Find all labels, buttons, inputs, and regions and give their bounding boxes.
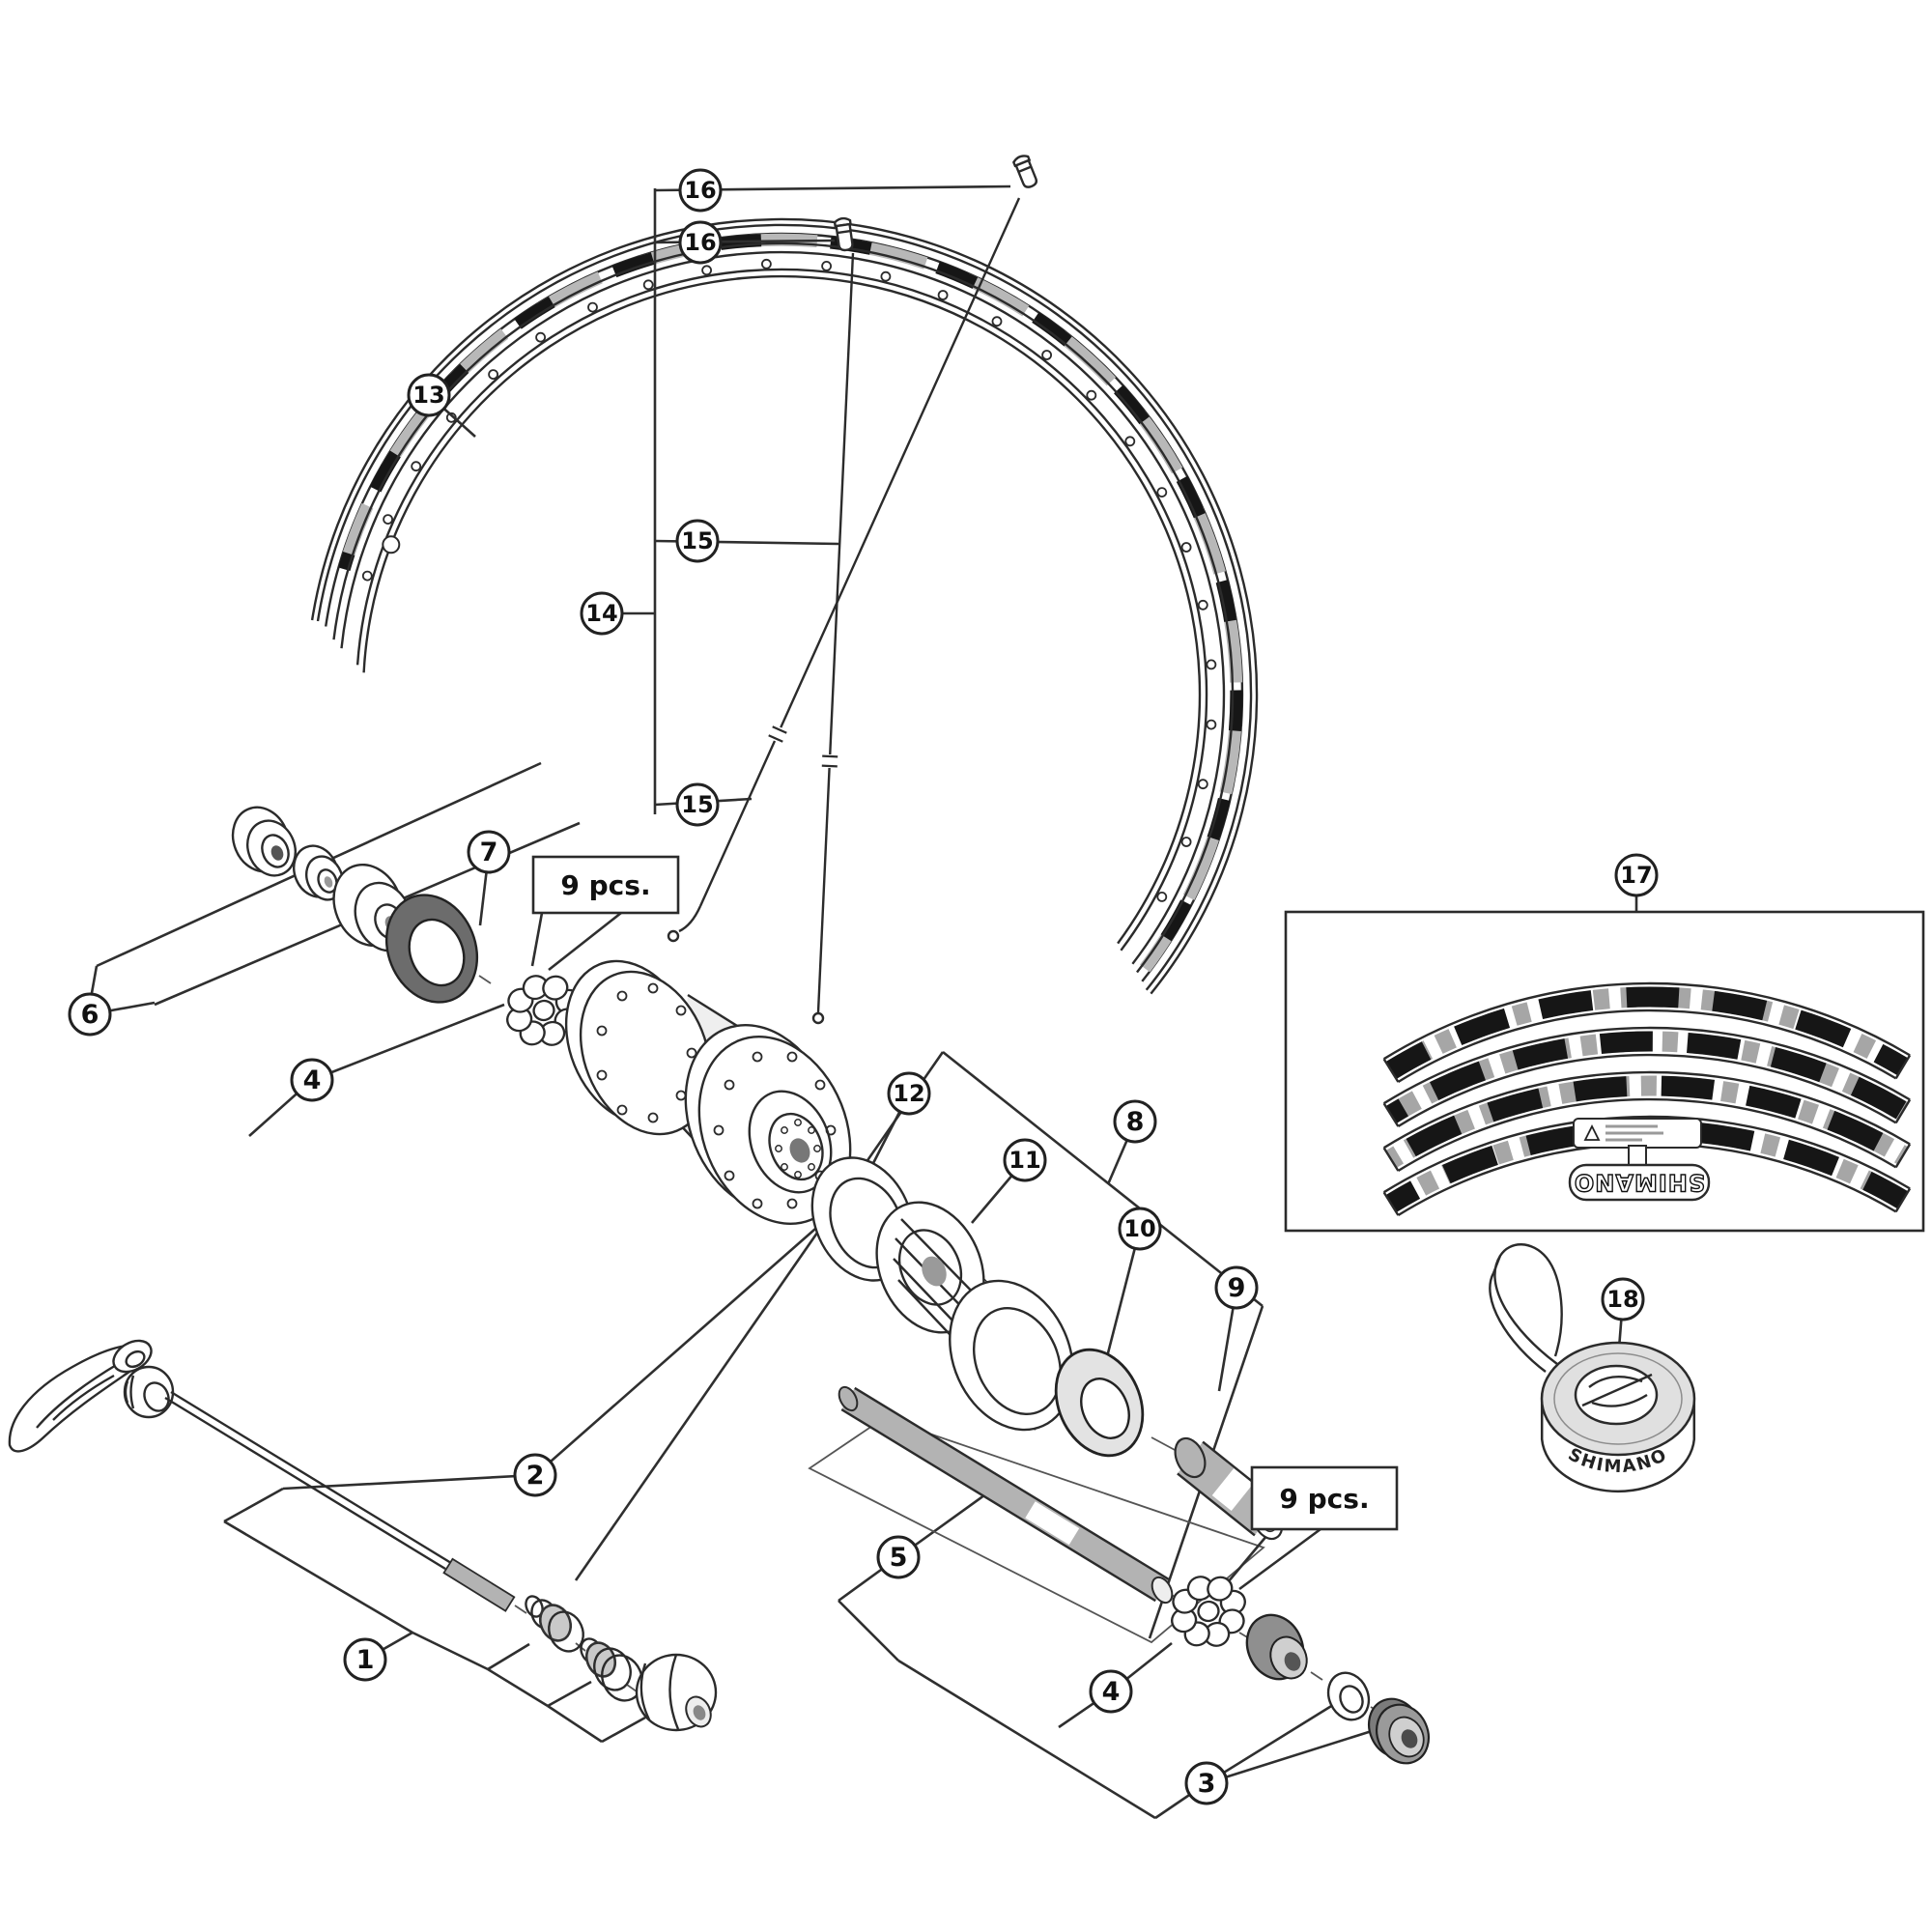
callout-5: 5 [876,1535,921,1579]
seal-ring-front [384,894,479,1004]
hub-bore [789,1138,810,1163]
callout-14-label: 14 [585,600,617,627]
callout-9-label: 9 [1228,1273,1246,1303]
callout-15-bottom: 15 [675,782,720,827]
seal-10 [1054,1348,1145,1458]
callout-16-label: 16 [684,177,716,204]
spoke-nipple-installed [833,216,854,252]
callout-2-label: 2 [526,1461,545,1491]
spoke-nipple-loose [1012,155,1038,188]
spoke-head [811,1011,825,1025]
callout-7: 7 [467,830,511,874]
lock-nut-rear [1368,1697,1430,1765]
ball-retainer-rear [1171,1576,1246,1647]
callout-10-label: 10 [1123,1215,1155,1242]
callout-1-label: 1 [356,1645,375,1675]
hub-bearing-balls [775,1119,821,1179]
callout-4-front: 4 [290,1058,334,1102]
cone-rear [1245,1613,1308,1681]
callout-4-label: 4 [303,1065,322,1095]
callout-12: 12 [887,1071,931,1116]
qr-spring-large [580,1637,643,1702]
callout-16-label: 16 [684,229,716,256]
spoke [816,252,855,1013]
warning-label [1573,1118,1702,1149]
callout-13: 13 [407,373,451,417]
decal-connector [1628,1145,1647,1168]
rim-spoke-holes [361,258,1217,902]
hub-shell [564,959,852,1225]
callout-18: 18 [1601,1277,1645,1321]
qr-skewer-rod [164,1390,516,1612]
callout-8: 8 [1113,1099,1157,1144]
tape-roll-hole [1574,1364,1659,1426]
quick-release-lever [8,1339,153,1453]
callout-16-top: 16 [678,168,723,213]
axle-5 [838,1385,1174,1605]
spoke-head [667,929,680,943]
freehub-open-end [949,1279,1074,1432]
qr-adjust-nut [123,1365,175,1419]
qr-end-nut [635,1653,718,1732]
callout-4-rear: 4 [1089,1669,1133,1714]
callout-4-label: 4 [1102,1677,1121,1707]
rim-decal-logo-text: SHIMANO [1574,1169,1705,1196]
washer-rear [1326,1671,1371,1721]
callout-1: 1 [343,1637,387,1682]
rim-decal-box: SHIMANO [1284,910,1925,1233]
callout-3: 3 [1184,1761,1229,1805]
freehub-body [875,1201,1074,1432]
callout-5-label: 5 [890,1543,908,1573]
callout-11-label: 11 [1009,1147,1040,1174]
callout-6: 6 [68,992,112,1037]
callout-18-label: 18 [1606,1286,1638,1313]
callout-15-label: 15 [681,527,713,554]
tape-loop [1489,1243,1563,1373]
rim-decal-hatch [337,233,1243,973]
callout-11: 11 [1003,1138,1047,1182]
nine-pcs-box-front: 9 pcs. [531,855,680,915]
washer-12 [810,1156,915,1282]
skewer-thread [442,1557,516,1612]
warning-triangle-icon [1583,1123,1601,1141]
callout-9: 9 [1214,1265,1259,1310]
callout-14: 14 [580,591,624,636]
callout-15-top: 15 [675,519,720,563]
lock-nut-front [231,806,297,877]
rim-valve-hole [382,535,401,554]
spoke-break-mark [768,725,787,743]
callout-10: 10 [1118,1207,1162,1251]
callout-17: 17 [1614,853,1659,897]
retainer-quantity-rear: 9 pcs. [1279,1483,1369,1515]
callout-2: 2 [513,1453,557,1497]
callout-7-label: 7 [480,838,498,867]
rim-tape-roll: SHIMANO [1489,1243,1696,1493]
callout-3-label: 3 [1198,1769,1216,1799]
spoke-break-mark [821,753,838,769]
spokes [667,197,1021,1025]
qr-spring-small [525,1595,584,1653]
bearing-ring-front [293,844,344,901]
callout-16-bottom: 16 [678,220,723,265]
spoke [698,197,1021,907]
hub-flange-left-holes [596,982,697,1123]
nine-pcs-box-rear: 9 pcs. [1250,1465,1399,1531]
callout-13-label: 13 [412,382,444,409]
callout-15-label: 15 [681,791,713,818]
shimano-decal-label: SHIMANO [1568,1163,1711,1202]
callout-12-label: 12 [893,1080,924,1107]
callout-6-label: 6 [81,1000,99,1030]
callout-8-label: 8 [1126,1107,1145,1137]
retainer-quantity-front: 9 pcs. [560,869,650,901]
callout-17-label: 17 [1620,862,1652,889]
